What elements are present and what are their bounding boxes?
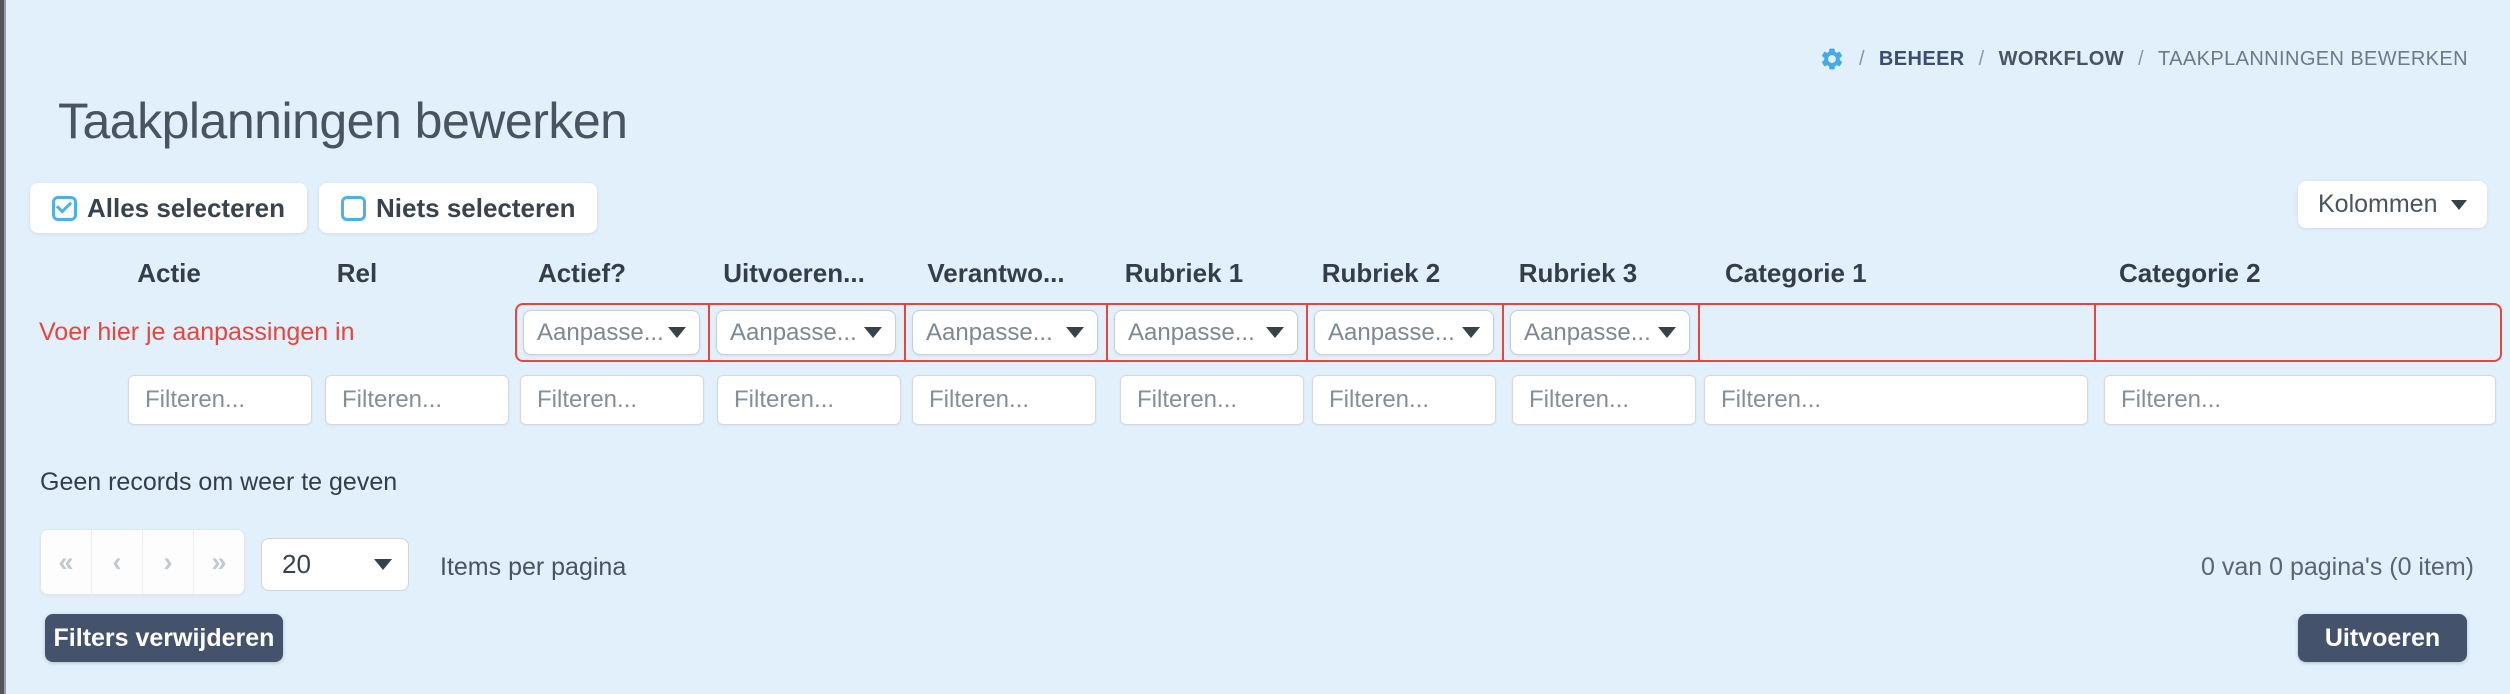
columns-dropdown-button[interactable]: Kolommen	[2298, 181, 2487, 228]
filter-input-actie[interactable]	[128, 375, 312, 425]
select-none-button[interactable]: Niets selecteren	[319, 183, 598, 233]
breadcrumb-separator: /	[1858, 47, 1865, 70]
chevron-down-icon	[2451, 199, 2467, 210]
adjust-dropdown-verantwo[interactable]: Aanpasse...	[912, 310, 1098, 355]
chevron-down-icon	[374, 559, 392, 570]
filter-input-actief[interactable]	[520, 375, 704, 425]
left-edge-strip-inner	[4, 0, 6, 694]
page-size-value: 20	[282, 549, 311, 579]
empty-records-message: Geen records om weer te geven	[40, 468, 398, 496]
chevron-down-icon	[1658, 327, 1676, 338]
column-header-rubriek-2: Rubriek 2	[1321, 258, 1441, 288]
selection-toolbar: Alles selecteren Niets selecteren	[30, 183, 598, 233]
adjust-dropdown-placeholder: Aanpasse...	[926, 318, 1053, 346]
column-header-actief: Actief?	[537, 258, 627, 288]
next-page-button[interactable]: ›	[143, 530, 194, 594]
breadcrumb-item-beheer[interactable]: BEHEER	[1878, 47, 1965, 70]
adjust-dropdown-placeholder: Aanpasse...	[730, 318, 857, 346]
filter-input-rel[interactable]	[325, 375, 509, 425]
filter-input-uitvoeren[interactable]	[717, 375, 901, 425]
page-title: Taakplanningen bewerken	[58, 93, 628, 149]
column-header-uitvoeren: Uitvoeren...	[723, 258, 865, 288]
chevron-down-icon	[1266, 327, 1284, 338]
breadcrumb-separator: /	[1978, 47, 1985, 70]
breadcrumb-item-current: TAAKPLANNINGEN BEWERKEN	[2157, 47, 2468, 70]
adjust-cell-rubriek-1: Aanpasse...	[1108, 305, 1308, 360]
filter-input-rubriek-3[interactable]	[1512, 375, 1696, 425]
execute-button[interactable]: Uitvoeren	[2298, 614, 2467, 662]
checkbox-checked-icon	[52, 195, 77, 221]
chevron-down-icon	[668, 327, 686, 338]
chevron-down-icon	[864, 327, 882, 338]
adjust-cell-rubriek-3: Aanpasse...	[1504, 305, 1700, 360]
adjust-cell-uitvoeren: Aanpasse...	[710, 305, 906, 360]
left-edge-strip	[0, 0, 4, 694]
breadcrumb: / BEHEER / WORKFLOW / TAAKPLANNINGEN BEW…	[1819, 46, 2468, 72]
select-all-label: Alles selecteren	[87, 192, 286, 223]
pagination-group: « ‹ › »	[40, 529, 245, 595]
previous-page-button[interactable]: ‹	[92, 530, 143, 594]
columns-label: Kolommen	[2318, 190, 2438, 218]
chevron-down-icon	[1462, 327, 1480, 338]
adjust-cell-rubriek-2: Aanpasse...	[1308, 305, 1504, 360]
adjust-dropdown-placeholder: Aanpasse...	[537, 318, 664, 346]
adjust-dropdown-rubriek-2[interactable]: Aanpasse...	[1314, 310, 1494, 355]
adjust-row: Aanpasse... Aanpasse... Aanpasse... Aanp…	[515, 303, 2502, 362]
first-page-button[interactable]: «	[41, 530, 92, 594]
column-header-verantwo: Verantwo...	[927, 258, 1065, 288]
adjust-dropdown-uitvoeren[interactable]: Aanpasse...	[716, 310, 896, 355]
last-page-button[interactable]: »	[194, 530, 244, 594]
filter-input-rubriek-2[interactable]	[1312, 375, 1496, 425]
checkbox-empty-icon	[341, 195, 367, 221]
select-none-label: Niets selecteren	[376, 192, 576, 223]
adjust-hint-text: Voer hier je aanpassingen in	[39, 318, 355, 346]
clear-filters-button[interactable]: Filters verwijderen	[45, 614, 283, 662]
filter-input-rubriek-1[interactable]	[1120, 375, 1304, 425]
filter-input-categorie-1[interactable]	[1704, 375, 2088, 425]
select-all-button[interactable]: Alles selecteren	[30, 183, 308, 233]
filter-input-verantwo[interactable]	[912, 375, 1096, 425]
adjust-cell-actief: Aanpasse...	[517, 305, 710, 360]
adjust-cell-categorie-1	[1700, 305, 2096, 360]
column-header-rubriek-3: Rubriek 3	[1518, 258, 1638, 288]
column-header-categorie-1: Categorie 1	[1725, 258, 1867, 288]
adjust-dropdown-actief[interactable]: Aanpasse...	[523, 310, 700, 355]
breadcrumb-separator: /	[2138, 47, 2144, 70]
column-header-rubriek-1: Rubriek 1	[1124, 258, 1244, 288]
adjust-dropdown-placeholder: Aanpasse...	[1524, 318, 1651, 346]
adjust-dropdown-placeholder: Aanpasse...	[1128, 318, 1255, 346]
column-header-actie: Actie	[137, 258, 201, 288]
adjust-dropdown-rubriek-3[interactable]: Aanpasse...	[1510, 310, 1690, 355]
adjust-cell-categorie-2	[2096, 305, 2500, 360]
adjust-cell-verantwo: Aanpasse...	[906, 305, 1108, 360]
column-header-categorie-2: Categorie 2	[2119, 258, 2261, 288]
items-per-page-label: Items per pagina	[440, 553, 627, 581]
adjust-dropdown-placeholder: Aanpasse...	[1328, 318, 1455, 346]
page-size-select[interactable]: 20	[261, 538, 409, 591]
breadcrumb-item-workflow[interactable]: WORKFLOW	[1998, 47, 2125, 70]
column-header-rel: Rel	[336, 258, 378, 288]
chevron-down-icon	[1066, 327, 1084, 338]
gear-icon[interactable]	[1819, 46, 1845, 72]
pagination-summary: 0 van 0 pagina's (0 item)	[2201, 553, 2474, 581]
filter-input-categorie-2[interactable]	[2104, 375, 2496, 425]
adjust-dropdown-rubriek-1[interactable]: Aanpasse...	[1114, 310, 1298, 355]
